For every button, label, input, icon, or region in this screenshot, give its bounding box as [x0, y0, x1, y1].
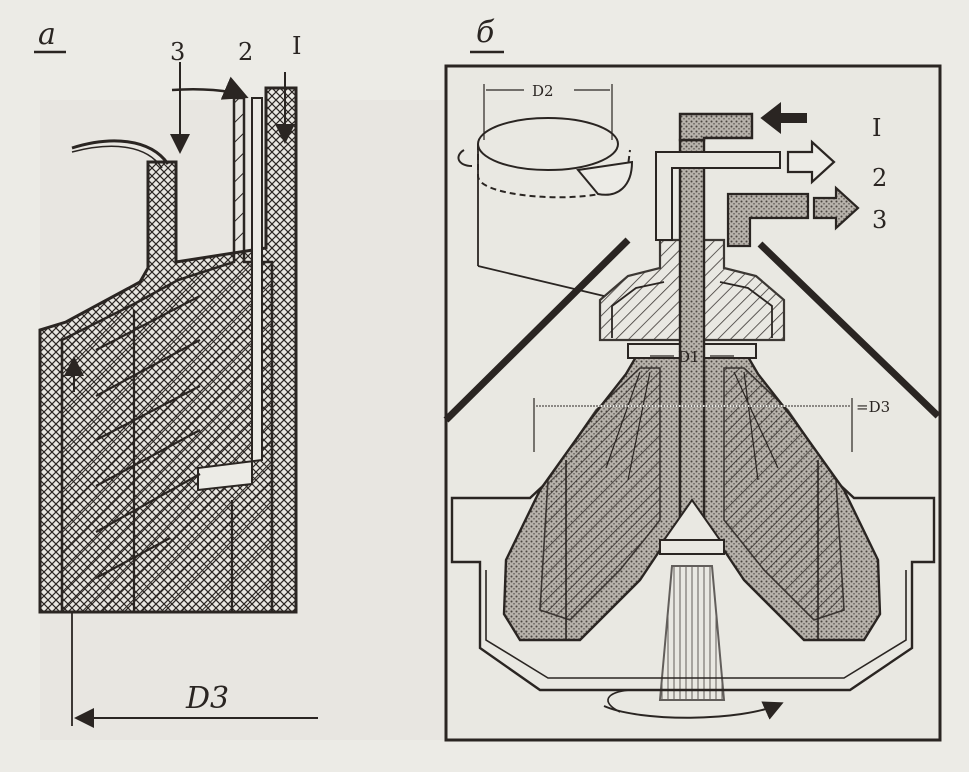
disc-stack-left [539, 367, 661, 621]
label-1: I [292, 32, 301, 60]
dim-d1-label: D1 [678, 348, 700, 366]
central-shaft [678, 138, 706, 522]
panel-a: a 3 2 I D3 [34, 17, 318, 728]
panel-b-letter: б [476, 15, 495, 50]
arrow-out-2 [786, 139, 836, 185]
disc-gap-lines [95, 295, 234, 612]
panel-a-letter: a [38, 17, 56, 52]
dim-d3-label: =D3 [856, 398, 890, 416]
arrow-in-1 [760, 101, 807, 135]
port-1-label: I [872, 114, 881, 142]
outlet-3-pipe [726, 192, 810, 248]
port-3-label: 3 [872, 206, 887, 234]
hood-left [443, 237, 631, 423]
port-2-label: 2 [872, 164, 887, 192]
arrow-2 [171, 76, 249, 100]
dim-d2-label: D2 [532, 82, 554, 100]
arrow-out-3 [812, 185, 860, 231]
leader-line [477, 265, 605, 297]
center-channel [197, 97, 263, 492]
label-3: 3 [170, 38, 185, 66]
label-2: 2 [238, 38, 253, 66]
dimension-label: D3 [185, 681, 229, 716]
panel-b: б [443, 15, 942, 742]
spindle [658, 565, 726, 701]
inlet-elbow [678, 112, 754, 142]
inlet-curve-left [71, 139, 170, 165]
outlet-2-pipe [655, 151, 781, 241]
hood-right [757, 241, 941, 419]
ring-detail [457, 117, 634, 199]
disc-stack-right [723, 367, 845, 621]
